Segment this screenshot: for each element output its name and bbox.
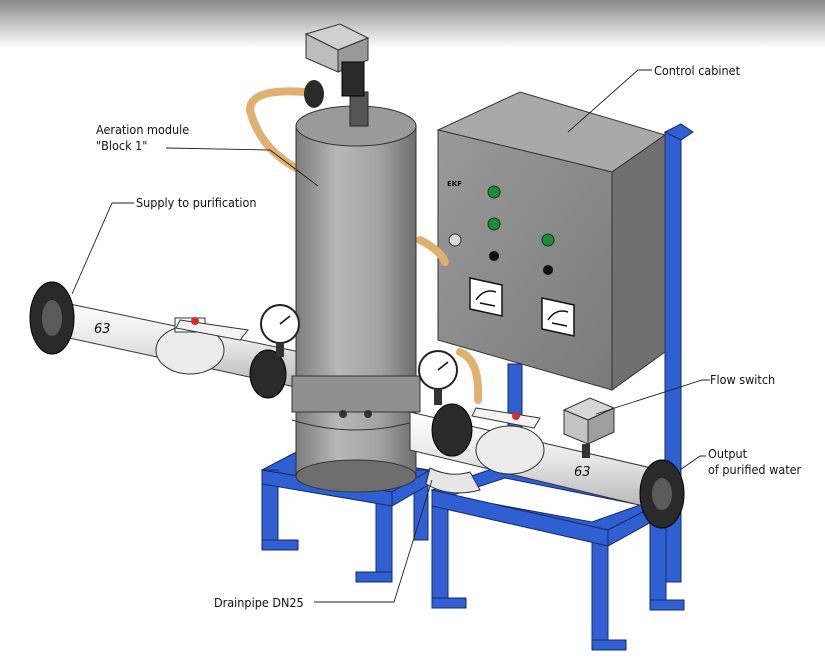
indicator-lamp-3	[541, 233, 555, 247]
power-button	[448, 233, 462, 247]
pressure-gauge-left	[260, 304, 300, 357]
indicator-lamp-2	[487, 217, 501, 231]
output-ball-valve	[475, 425, 545, 475]
supply-valve-handle	[175, 319, 249, 341]
header-gradient	[0, 0, 825, 48]
ammeter-2	[541, 297, 575, 337]
aeration-tank	[291, 91, 421, 493]
tank-actuator	[304, 23, 370, 108]
label-aeration-module-line1: Aeration module	[96, 122, 190, 137]
label-control-cabinet: Control cabinet	[654, 63, 740, 78]
label-supply: Supply to purification	[136, 195, 257, 210]
label-drainpipe: Drainpipe DN25	[214, 595, 304, 610]
flow-switch	[562, 397, 616, 458]
supply-pipe-marking: 63	[94, 322, 111, 337]
label-aeration-module-line2: "Block 1"	[96, 138, 148, 153]
leader-lines	[71, 69, 710, 603]
label-output-line2: of purified water	[708, 462, 802, 477]
control-cabinet: EKF	[436, 91, 667, 391]
output-pipe-marking: 63	[574, 465, 591, 480]
ammeter-1	[469, 277, 503, 317]
label-flow-switch: Flow switch	[710, 372, 776, 387]
label-output: Output of purified water	[708, 446, 801, 478]
output-pipe: 63	[409, 403, 685, 529]
cabinet-brand: EKF	[447, 180, 462, 188]
indicator-lamp-1	[487, 185, 501, 199]
selector-switch-2	[543, 265, 553, 275]
label-aeration-module: Aeration module "Block 1"	[96, 122, 189, 154]
supply-pipe: 63	[29, 281, 301, 399]
label-output-line1: Output	[708, 446, 748, 461]
selector-switch-1	[489, 251, 499, 261]
output-valve-handle	[471, 407, 541, 429]
pressure-gauge-right	[418, 350, 458, 405]
